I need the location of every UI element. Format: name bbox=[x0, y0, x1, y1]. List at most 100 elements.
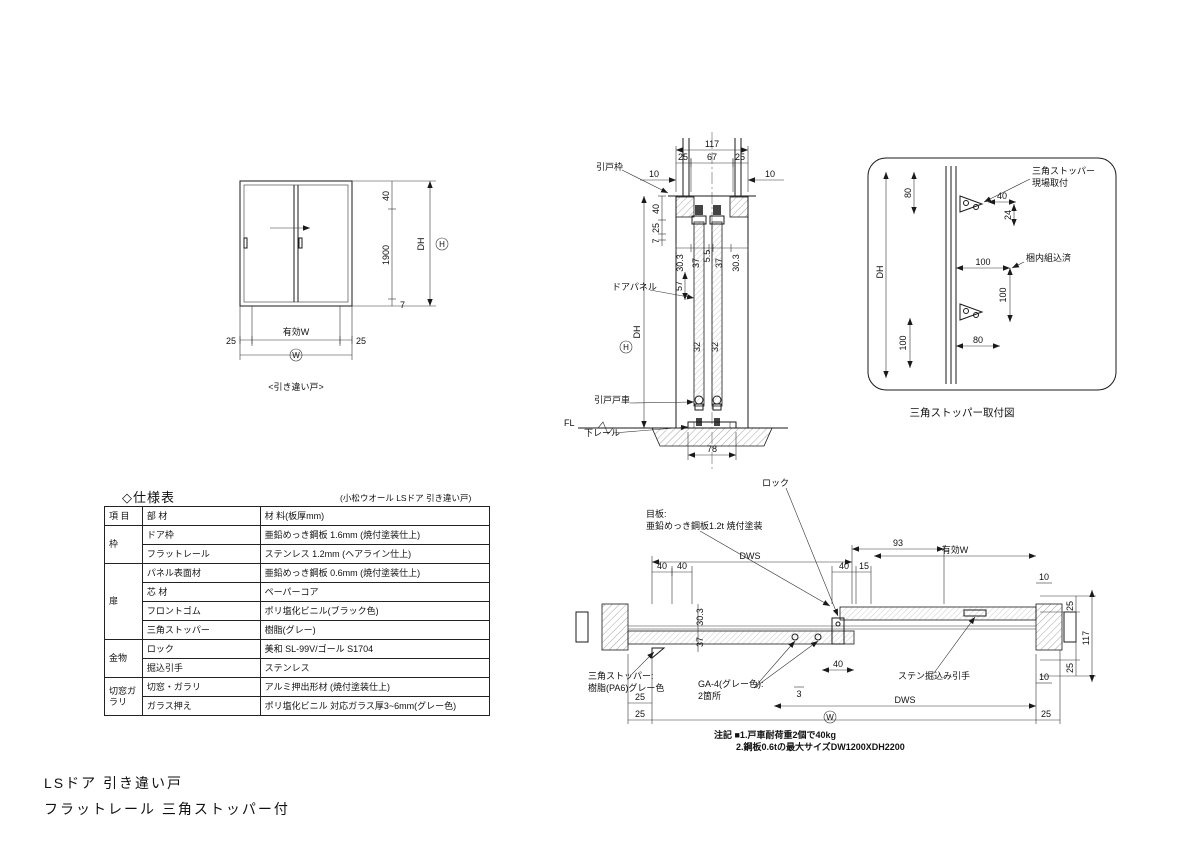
spec-header-part: 部 材 bbox=[141, 506, 261, 526]
spec-material: ポリ塩化ビニル(ブラック色) bbox=[259, 601, 491, 621]
spec-group-hardware: 金物 bbox=[104, 639, 143, 678]
sd-dim-24: 24 bbox=[1003, 210, 1013, 220]
hs-dim-117: 117 bbox=[1081, 631, 1091, 645]
vs-dim-37-a: 37 bbox=[691, 258, 701, 268]
elevation-dim-7: 7 bbox=[400, 300, 405, 310]
sd-dim-100-left: 100 bbox=[898, 335, 908, 350]
spec-table-subtitle: (小松ウオール LSドア 引き違い戸) bbox=[340, 493, 472, 503]
vs-dim-78: 78 bbox=[707, 444, 717, 454]
horizontal-section-structure bbox=[575, 603, 1077, 660]
spec-material: ステンレス 1.2mm (ヘアライン仕上) bbox=[259, 544, 491, 564]
table-row: 掘込引手 ステンレス bbox=[105, 658, 491, 678]
vs-dim-10-right: 10 bbox=[765, 169, 775, 179]
hs-dim-40-d: 40 bbox=[833, 659, 843, 669]
sd-label-stopper: 三角ストッパー bbox=[1032, 165, 1095, 176]
spec-material: 美和 SL-99V/ゴール S1704 bbox=[259, 639, 491, 659]
hs-label-lock: ロック bbox=[762, 478, 789, 488]
vertical-section: 117 25 67 25 10 10 引戸枠 40 25 7 30.3 37 5… bbox=[564, 132, 788, 472]
elevation-dim-25-right: 25 bbox=[356, 336, 366, 346]
spec-header-material: 材 料(板厚mm) bbox=[259, 506, 491, 526]
table-row: 三角ストッパー 樹脂(グレー) bbox=[105, 620, 491, 640]
spec-material: 樹脂(グレー) bbox=[259, 620, 491, 640]
sd-dim-80-bottom: 80 bbox=[973, 335, 983, 345]
spec-group-louver: 切窓ガラリ bbox=[104, 677, 143, 716]
elevation-dim-25-left: 25 bbox=[226, 336, 236, 346]
stopper-detail-caption: 三角ストッパー取付図 bbox=[910, 406, 1015, 419]
spec-header-row: 項 目 部 材 材 料(板厚mm) bbox=[104, 506, 491, 526]
elevation-door-outline bbox=[239, 180, 353, 307]
vs-dim-7: 7 bbox=[651, 238, 661, 243]
elevation-dimension-lines bbox=[239, 180, 436, 360]
spec-part: フラットレール bbox=[141, 544, 261, 564]
sd-dim-100-right: 100 bbox=[998, 287, 1008, 302]
vs-sym-h: H bbox=[623, 343, 629, 352]
stopper-detail: 三角ストッパー 現場取付 梱内組込済 DH 80 40 24 100 100 1… bbox=[867, 157, 1117, 419]
elevation-circle-w bbox=[289, 348, 303, 362]
elevation-label-eff-w: 有効W bbox=[283, 326, 310, 337]
table-row: 金物 ロック 美和 SL-99V/ゴール S1704 bbox=[104, 639, 491, 678]
vs-dim-40: 40 bbox=[651, 204, 661, 214]
vs-dim-303-b: 30.3 bbox=[731, 254, 741, 272]
vs-label-rail: 下レール bbox=[584, 428, 620, 438]
vs-dim-303-a: 30.3 bbox=[675, 254, 685, 272]
hs-dim-10-top: 10 bbox=[1039, 572, 1049, 582]
vs-label-fl: FL bbox=[564, 418, 575, 428]
elevation-sym-h: H bbox=[439, 240, 445, 249]
table-row: ガラス押え ポリ塩化ビニル 対応ガラス厚3~6mm(グレー色) bbox=[105, 696, 491, 716]
vs-dim-32-b: 32 bbox=[710, 342, 720, 352]
vs-label-roller: 引戸戸車 bbox=[594, 394, 630, 405]
spec-table: 項 目 部 材 材 料(板厚mm) 枠 ドア枠 亜鉛めっき鋼板 1.6mm (焼… bbox=[104, 506, 491, 716]
hs-dim-3: 3 bbox=[796, 689, 801, 699]
hs-dim-40-b: 40 bbox=[677, 561, 687, 571]
spec-part: 三角ストッパー bbox=[141, 620, 261, 640]
vs-label-panel: ドアパネル bbox=[612, 282, 657, 292]
elevation-dim-40: 40 bbox=[381, 191, 391, 201]
elevation-sym-w: W bbox=[292, 351, 300, 360]
spec-part: 掘込引手 bbox=[141, 658, 261, 678]
spec-part: ロック bbox=[141, 639, 261, 659]
hs-dim-15: 15 bbox=[859, 561, 869, 571]
vs-dim-37-b: 37 bbox=[714, 258, 724, 268]
hs-dim-dws-bottom: DWS bbox=[895, 695, 916, 705]
hs-dim-25-top: 25 bbox=[1065, 601, 1075, 611]
table-row: フラットレール ステンレス 1.2mm (ヘアライン仕上) bbox=[105, 544, 491, 564]
stopper-detail-structure bbox=[867, 157, 1117, 391]
drawing-title-line2: フラットレール 三角ストッパー付 bbox=[44, 801, 290, 817]
vs-dim-25-left: 25 bbox=[678, 152, 688, 162]
hs-dim-25-c: 25 bbox=[1041, 709, 1051, 719]
hs-label-cover-2: 亜鉛めっき鋼板1.2t 焼付塗装 bbox=[646, 520, 763, 531]
spec-group-door: 扉 bbox=[104, 563, 143, 640]
vertical-section-structure bbox=[578, 132, 788, 472]
hs-dim-25-a: 25 bbox=[635, 692, 645, 702]
vs-dim-10-left: 10 bbox=[649, 169, 659, 179]
elevation-dim-dh: DH bbox=[416, 238, 426, 251]
hs-dim-40-c: 40 bbox=[839, 561, 849, 571]
drawing-title-line1: LSドア 引き違い戸 bbox=[44, 775, 184, 791]
hs-note-2: 2.鋼板0.6tの最大サイズDW1200XDH2200 bbox=[736, 741, 905, 752]
hs-dim-40-a: 40 bbox=[657, 561, 667, 571]
horizontal-section-dimension-lines bbox=[627, 487, 1096, 724]
elevation-dim-1900: 1900 bbox=[381, 245, 391, 265]
hs-label-cover-1: 目板: bbox=[646, 508, 667, 519]
table-row: 枠 ドア枠 亜鉛めっき鋼板 1.6mm (焼付塗装仕上) bbox=[104, 525, 491, 564]
hs-sym-w: W bbox=[826, 713, 834, 722]
spec-part: ガラス押え bbox=[141, 696, 261, 716]
sd-dim-100-mid: 100 bbox=[975, 257, 990, 267]
horizontal-section: ロック 目板: 亜鉛めっき鋼板1.2t 焼付塗装 40 40 DWS 93 40… bbox=[575, 478, 1096, 752]
vs-dim-55: 5.5 bbox=[702, 250, 712, 263]
spec-part: フロントゴム bbox=[141, 601, 261, 621]
hs-label-ga4-1: GA-4(グレー色): bbox=[698, 678, 764, 689]
elevation-view: 40 1900 7 DH H 25 有効W 25 W <引き違い戸> bbox=[226, 180, 449, 392]
table-row: 切窓ガラリ 切窓・ガラリ アルミ押出形材 (焼付塗装仕上) bbox=[104, 677, 491, 716]
spec-table-title: ◇仕様表 bbox=[122, 490, 175, 505]
sd-dim-dh: DH bbox=[875, 266, 885, 279]
spec-material: ペーパーコア bbox=[259, 582, 491, 602]
vs-dim-117: 117 bbox=[705, 139, 719, 149]
hs-label-stopper-1: 三角ストッパー: bbox=[588, 670, 654, 681]
elevation-caption: <引き違い戸> bbox=[268, 381, 324, 392]
vs-dim-25-right: 25 bbox=[735, 152, 745, 162]
sd-label-packed: 梱内組込済 bbox=[1026, 252, 1071, 263]
table-row: 芯 材 ペーパーコア bbox=[105, 582, 491, 602]
